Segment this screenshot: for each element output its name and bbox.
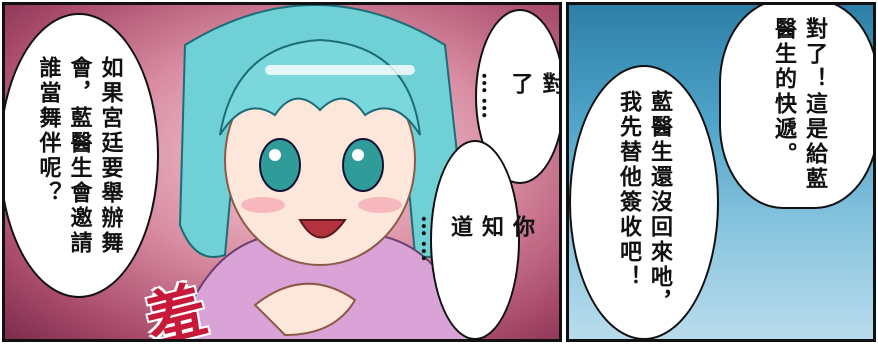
- comic-panel-right: 對了！這是給藍 醫生的快遞。 藍醫生還沒回來吔， 我先替他簽收吧！: [566, 2, 876, 342]
- comic-panel-left: 羞 如果宮廷要舉辦舞 會，藍醫生會邀請 誰當舞伴呢？ 對 了 …… 你 知 道 …: [2, 2, 562, 342]
- speech-bubble-know: 你 知 道 ……: [416, 140, 535, 339]
- bubble-know-text: 你 知 道 ……: [416, 215, 535, 265]
- speech-bubble-sign: 藍醫生還沒回來吔， 我先替他簽收吧！: [569, 65, 719, 339]
- speech-bubble-question: 如果宮廷要舉辦舞 會，藍醫生會邀請 誰當舞伴呢？: [5, 13, 159, 298]
- girl-character-illustration: [175, 5, 475, 339]
- speech-bubble-delivery: 對了！這是給藍 醫生的快遞。: [719, 5, 873, 209]
- bubble-question-text: 如果宮廷要舉辦舞 會，藍醫生會邀請 誰當舞伴呢？: [35, 55, 124, 256]
- bubble-sign-text: 藍醫生還沒回來吔， 我先替他簽收吧！: [616, 90, 673, 315]
- bubble-right-text: 對 了 ……: [476, 71, 562, 122]
- bubble-delivery-text: 對了！這是給藍 醫生的快遞。: [771, 16, 828, 192]
